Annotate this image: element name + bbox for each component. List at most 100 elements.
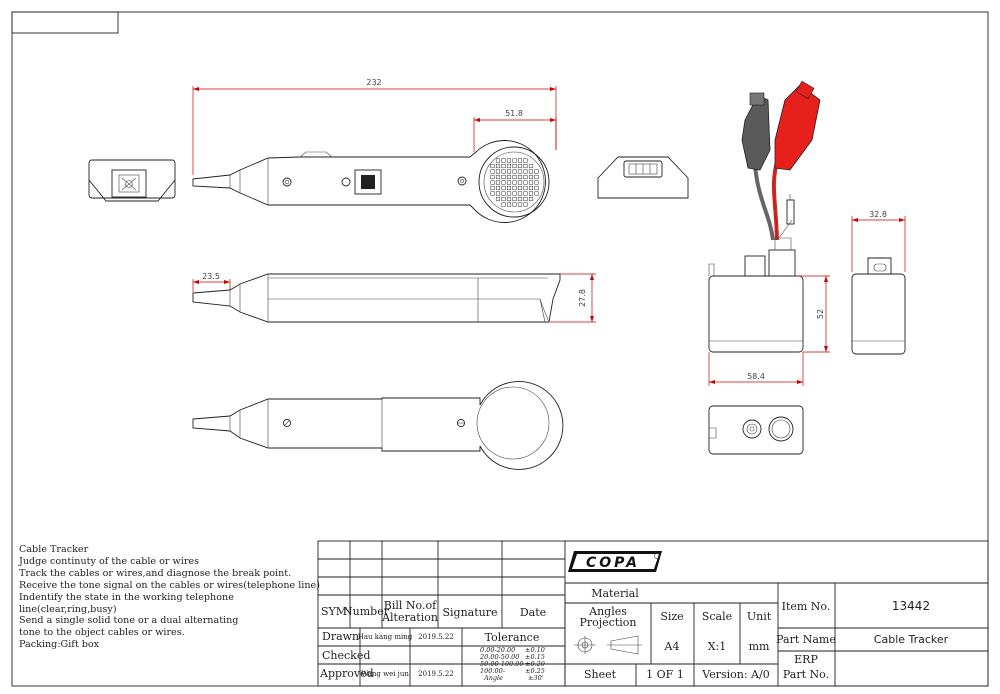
speaker-hole <box>501 180 506 185</box>
speaker-hole <box>490 191 495 196</box>
angles-label-1: Angles <box>588 605 627 618</box>
speaker-hole <box>512 180 517 185</box>
speaker-hole <box>490 174 495 180</box>
speaker-hole <box>534 191 539 196</box>
probe-front-view <box>88 159 176 202</box>
speaker-hole <box>523 191 528 196</box>
notes-line: Cable Tracker <box>19 544 89 555</box>
speaker-hole <box>495 180 501 185</box>
erp-label-1: ERP <box>794 653 818 666</box>
speaker-hole <box>501 202 506 207</box>
notes-line: Send a single solid tone or a dual alter… <box>19 615 239 627</box>
speaker-hole <box>512 169 517 174</box>
clips-and-leads <box>741 80 821 241</box>
header-bill-1: Bill No.of <box>384 599 437 612</box>
drawn-label: Drawn <box>322 630 359 643</box>
speaker-hole <box>512 174 517 180</box>
speaker-hole <box>517 174 523 180</box>
part-name-value: Cable Tracker <box>874 633 949 646</box>
tone-generator-bottom <box>708 405 804 455</box>
speaker-hole <box>528 196 534 202</box>
speaker-hole <box>528 163 534 169</box>
notes-line: Receive the tone signal on the cables or… <box>19 579 320 591</box>
speaker-hole <box>506 163 512 169</box>
unit-value: mm <box>749 640 770 653</box>
dim-text-51-8: 51.8 <box>505 109 523 118</box>
speaker-hole <box>501 174 506 180</box>
speaker-hole <box>501 185 506 191</box>
speaker-hole <box>534 169 539 174</box>
dimension-52: 52 <box>795 275 830 353</box>
sheet-label: Sheet <box>584 668 617 681</box>
notes-line: Track the cables or wires,and diagnose t… <box>19 567 292 579</box>
dim-text-32-8: 32.8 <box>869 210 887 219</box>
speaker-hole <box>534 185 539 191</box>
dim-text-232: 232 <box>366 78 381 87</box>
speaker-hole <box>506 191 512 196</box>
approved-label: Approved <box>319 667 374 680</box>
speaker-hole <box>512 191 517 196</box>
notes-line: Packing:Gift box <box>19 639 100 651</box>
tolerance-range-2: 20.00-50.00 <box>479 653 519 661</box>
speaker-hole <box>495 158 501 163</box>
speaker-hole <box>528 169 534 174</box>
speaker-hole <box>528 180 534 185</box>
speaker-hole <box>495 185 501 191</box>
title-block: COPA <box>317 540 989 687</box>
item-no-value: 13442 <box>892 599 930 613</box>
tolerance-label: Tolerance <box>485 631 540 644</box>
speaker-hole <box>506 174 512 180</box>
speaker-hole <box>490 169 495 174</box>
speaker-hole <box>523 163 528 169</box>
probe-bottom-view <box>192 381 564 470</box>
speaker-hole <box>490 163 495 169</box>
speaker-hole <box>523 174 528 180</box>
unit-label: Unit <box>747 610 772 623</box>
speaker-hole <box>501 191 506 196</box>
speaker-hole <box>534 180 539 185</box>
speaker-hole <box>501 169 506 174</box>
tone-generator-front <box>708 237 804 353</box>
tolerance-value-1: ±0.10 <box>525 646 545 654</box>
speaker-hole <box>506 158 512 163</box>
speaker-hole <box>490 185 495 191</box>
notes-line: Indentify the state in the working telep… <box>19 591 234 603</box>
size-label: Size <box>660 610 683 623</box>
speaker-hole <box>517 163 523 169</box>
probe-back-view <box>597 156 689 199</box>
item-no-label: Item No. <box>782 600 831 613</box>
logo-text: COPA <box>586 555 640 571</box>
speaker-hole <box>501 158 506 163</box>
speaker-hole <box>523 185 528 191</box>
speaker-hole <box>512 196 517 202</box>
notes-line: tone to the object cables or wires. <box>19 627 185 639</box>
size-value: A4 <box>664 640 680 653</box>
material-label: Material <box>591 587 639 600</box>
speaker-hole <box>528 174 534 180</box>
speaker-hole <box>523 158 528 163</box>
speaker-hole <box>523 202 528 207</box>
tolerance-value-5: ±30' <box>528 674 544 682</box>
speaker-hole <box>490 180 495 185</box>
speaker-hole <box>495 169 501 174</box>
approved-date: 2019.5.22 <box>418 670 454 678</box>
dimension-27-8: 27.8 <box>550 273 596 323</box>
header-number: Number <box>343 605 390 618</box>
probe-side-view <box>192 273 561 323</box>
sheet-value: 1 OF 1 <box>646 668 684 681</box>
dim-text-27-8: 27.8 <box>578 289 587 307</box>
dim-text-58-4: 58.4 <box>747 372 765 381</box>
tolerance-value-2: ±0.15 <box>525 653 545 661</box>
speaker-hole <box>495 174 501 180</box>
checked-label: Checked <box>322 649 370 662</box>
speaker-hole <box>523 169 528 174</box>
tolerance-value-4: ±0.25 <box>525 667 545 675</box>
header-sym: SYM <box>321 605 347 618</box>
angles-label-2: Projection <box>579 616 636 629</box>
speaker-hole <box>506 185 512 191</box>
drawn-date: 2019.5.22 <box>418 633 454 641</box>
speaker-hole <box>501 163 506 169</box>
speaker-hole <box>534 174 539 180</box>
speaker-hole <box>523 196 528 202</box>
